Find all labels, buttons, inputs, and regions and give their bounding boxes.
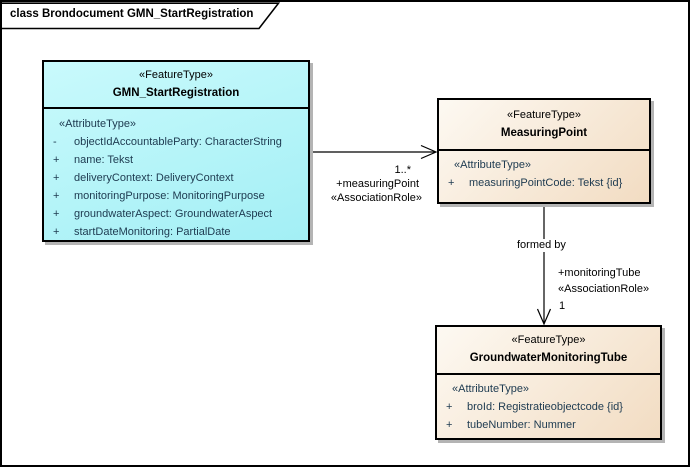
class-stereotype: «FeatureType» [507,109,581,121]
role-label-measuring-point[interactable]: +measuringPoint [336,178,419,190]
class-name: MeasuringPoint [500,127,588,139]
attribute-row[interactable]: + deliveryContext: DeliveryContext [44,169,308,187]
association-name-label-formed-by[interactable]: formed by [515,239,568,252]
class-box-gmn-startregistration[interactable]: «FeatureType» GMN_StartRegistration «Att… [42,60,310,242]
visibility-symbol: + [53,154,60,166]
class-name: GroundwaterMonitoringTube [469,352,628,364]
class-header: «FeatureType» MeasuringPoint [439,100,649,151]
attribute-row[interactable]: + broId: Registratieobjectcode {id} [437,398,660,416]
frame-tab-shape [2,2,281,30]
visibility-symbol: + [446,419,453,431]
attribute-text: tubeNumber: Nummer [467,419,576,431]
attribute-text: startDateMonitoring: PartialDate [74,226,231,238]
attribute-text: groundwaterAspect: GroundwaterAspect [74,208,273,220]
attributes-section-label: «AttributeType» [454,159,532,171]
class-attributes-compartment: «AttributeType» - objectIdAccountablePar… [44,109,308,240]
multiplicity-label-measuring-point[interactable]: 1..* [394,164,411,176]
class-stereotype: «FeatureType» [139,69,213,81]
class-attributes-compartment: «AttributeType» + measuringPointCode: Te… [439,151,649,192]
class-name: GMN_StartRegistration [112,87,240,99]
attribute-text: deliveryContext: DeliveryContext [74,172,234,184]
open-arrowhead-down-icon [536,308,552,326]
attribute-text: monitoringPurpose: MonitoringPurpose [74,190,265,202]
class-stereotype: «FeatureType» [511,334,586,346]
attribute-text: objectIdAccountableParty: CharacterStrin… [74,136,282,148]
stereotype-label-measuring-point: «AssociationRole» [330,192,422,204]
visibility-symbol: + [53,226,60,238]
attribute-text: broId: Registratieobjectcode {id} [467,401,623,413]
open-arrowhead-right-icon [420,144,438,160]
visibility-symbol: + [53,208,60,220]
diagram-title: class Brondocument GMN_StartRegistration [10,8,254,20]
visibility-symbol: - [53,136,57,148]
class-header: «FeatureType» GMN_StartRegistration [44,62,308,109]
role-label-monitoring-tube[interactable]: +monitoringTube [558,267,641,279]
attribute-row[interactable]: + measuringPointCode: Tekst {id} [439,174,649,192]
attributes-section-label: «AttributeType» [59,118,137,130]
visibility-symbol: + [53,190,60,202]
attribute-row[interactable]: - objectIdAccountableParty: CharacterStr… [44,133,308,151]
attribute-row[interactable]: + name: Tekst [44,151,308,169]
class-box-measuring-point[interactable]: «FeatureType» MeasuringPoint «AttributeT… [437,98,651,204]
attribute-row[interactable]: + tubeNumber: Nummer [437,416,660,434]
visibility-symbol: + [448,177,455,189]
attribute-text: name: Tekst [74,154,134,166]
attribute-row[interactable]: + groundwaterAspect: GroundwaterAspect [44,205,308,223]
attribute-row[interactable]: + startDateMonitoring: PartialDate [44,223,308,240]
stereotype-label-monitoring-tube: «AssociationRole» [558,283,650,295]
multiplicity-label-monitoring-tube[interactable]: 1 [559,300,566,312]
attribute-text: measuringPointCode: Tekst {id} [469,177,623,189]
class-attributes-compartment: «AttributeType» + broId: Registratieobje… [437,375,660,434]
visibility-symbol: + [53,172,60,184]
class-header: «FeatureType» GroundwaterMonitoringTube [437,327,660,375]
class-box-groundwater-monitoring-tube[interactable]: «FeatureType» GroundwaterMonitoringTube … [435,325,662,440]
attributes-section-label: «AttributeType» [452,383,530,395]
visibility-symbol: + [446,401,453,413]
attribute-row[interactable]: + monitoringPurpose: MonitoringPurpose [44,187,308,205]
